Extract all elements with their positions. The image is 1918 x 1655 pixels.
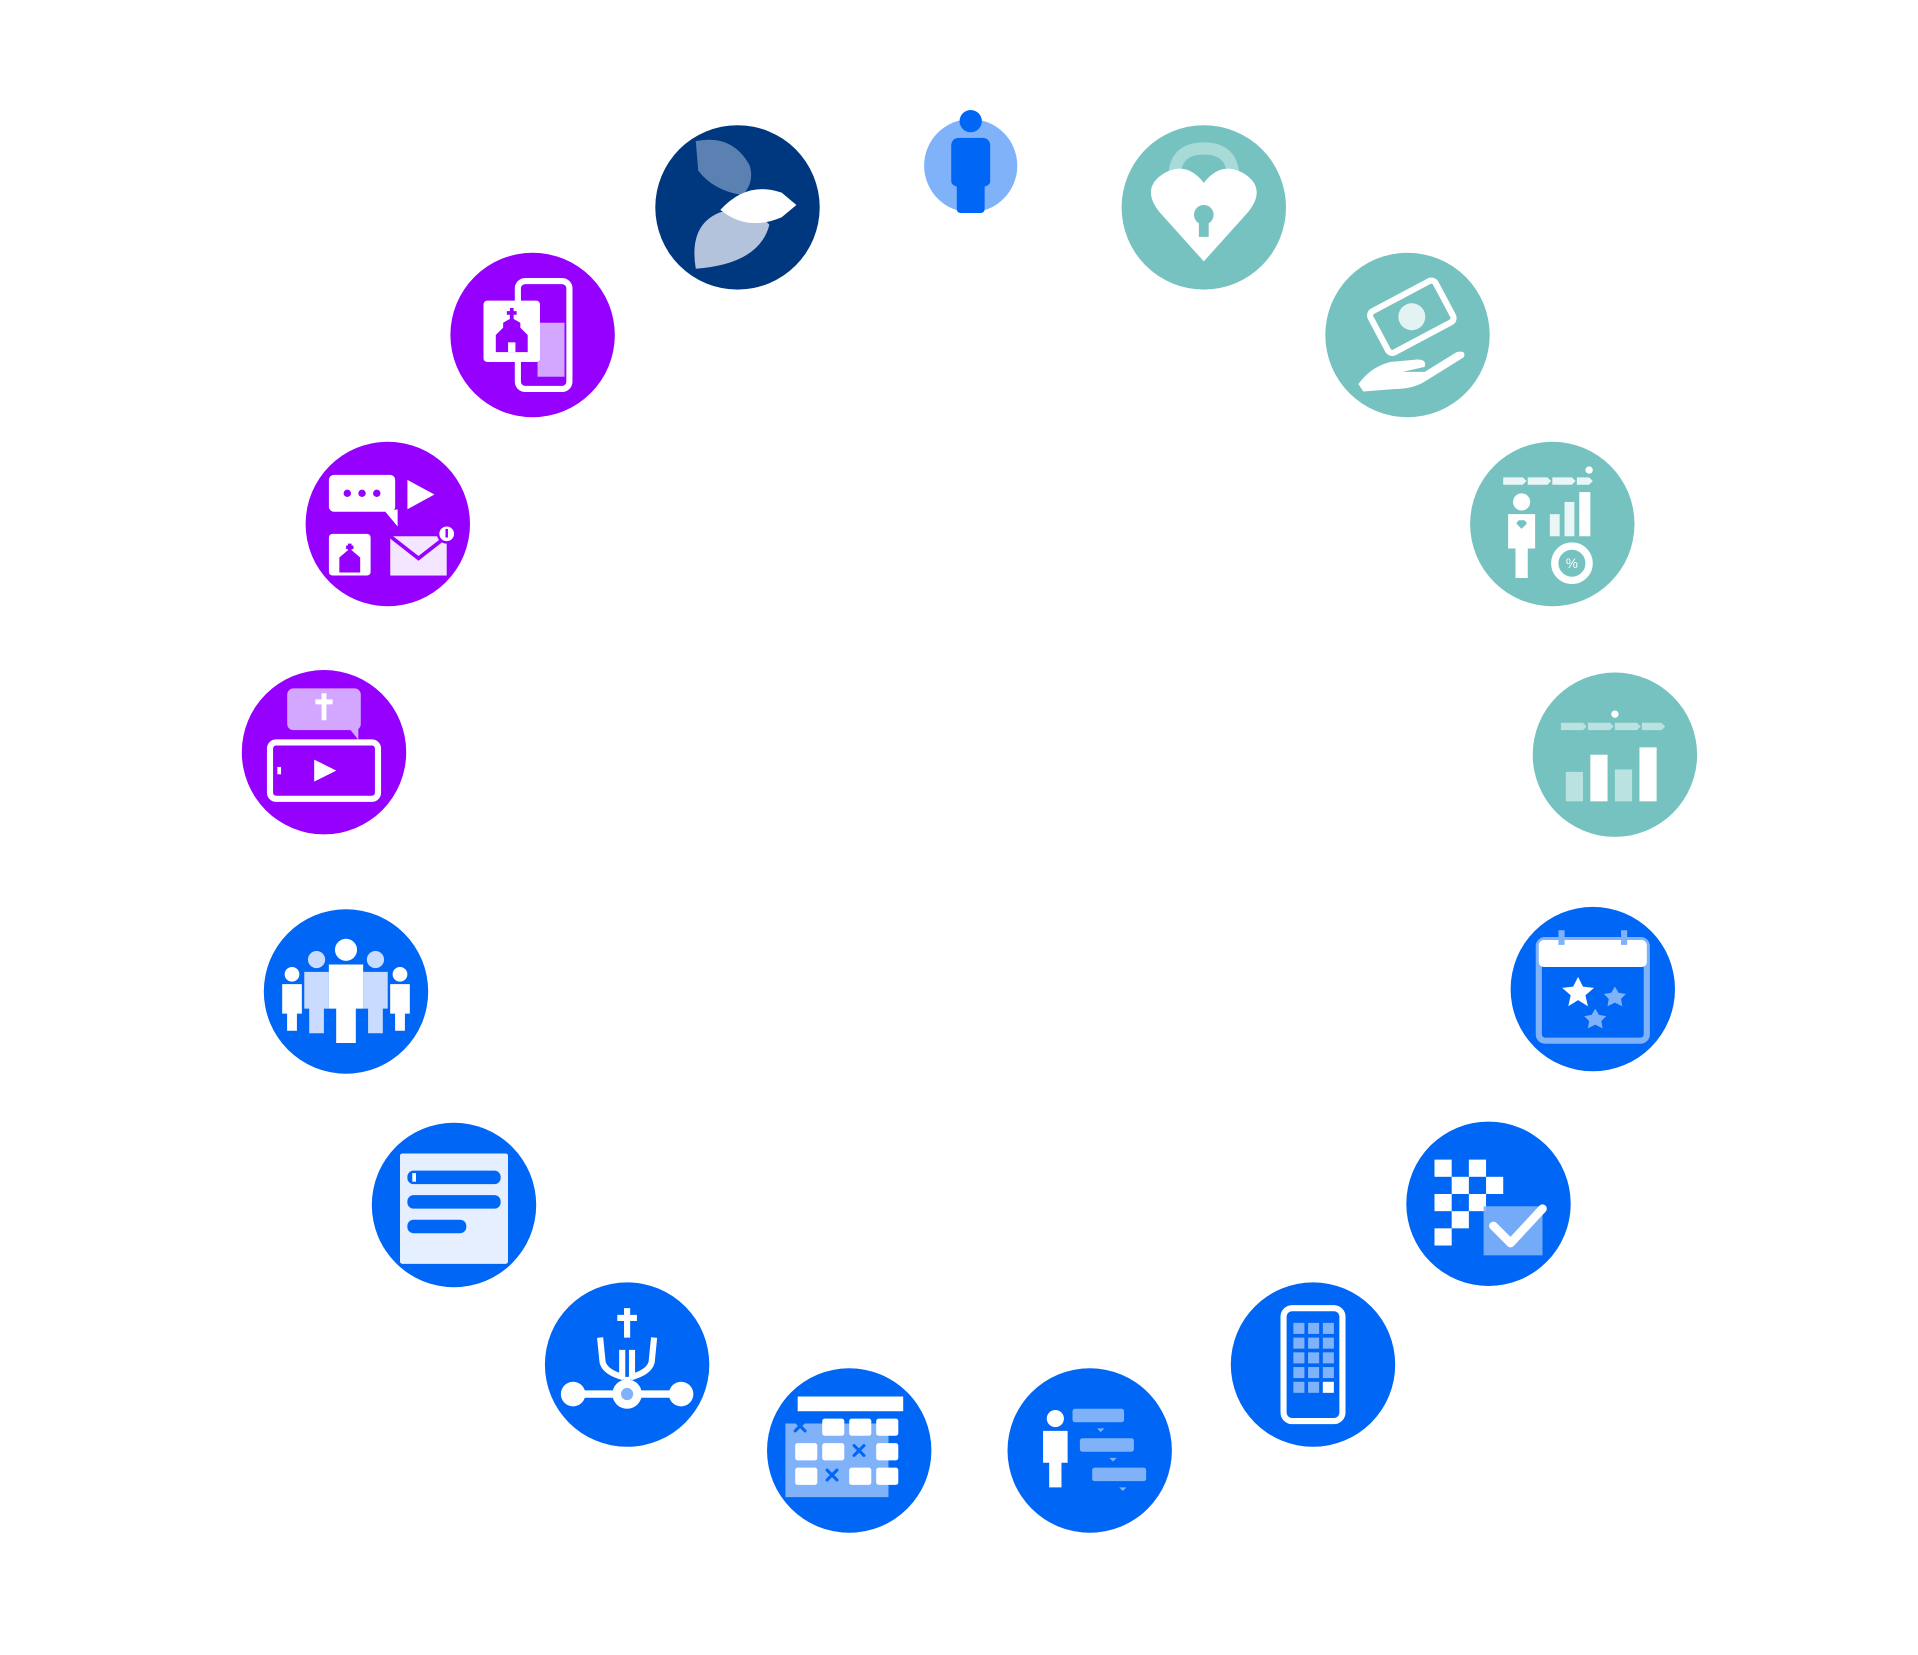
node-person-workflow [1007, 1368, 1172, 1533]
prayer-hands-icon [560, 1308, 694, 1409]
node-event-calendar [1510, 906, 1675, 1072]
node-circle [1230, 1282, 1396, 1447]
qr-checkin-icon [1434, 1159, 1547, 1256]
mobile-app-icon [1280, 1305, 1346, 1425]
person-analytics-icon: % [1503, 466, 1593, 585]
form-document-icon [400, 1153, 508, 1264]
node-form-document [371, 1122, 537, 1288]
node-church-app [450, 252, 615, 418]
node-circle [1510, 906, 1675, 1072]
node-video-message [241, 670, 407, 835]
node-circle [1406, 1121, 1571, 1286]
bar-chart-icon [1560, 710, 1666, 802]
node-circle [1325, 252, 1490, 418]
communications-icon [328, 474, 457, 576]
person-workflow-icon [1043, 1408, 1147, 1491]
schedule-grid-icon [785, 1396, 904, 1498]
node-person [924, 110, 1018, 214]
node-prayer-hands [544, 1282, 710, 1447]
node-circle [1532, 672, 1698, 837]
node-circle [305, 441, 470, 607]
node-leaf-logo [655, 125, 820, 290]
node-qr-checkin [1406, 1121, 1571, 1286]
node-group-people [263, 909, 429, 1074]
video-message-icon [266, 688, 382, 802]
node-hand-giving-money [1325, 252, 1490, 418]
heart-lock-icon [1150, 142, 1257, 262]
node-communications [305, 441, 470, 607]
church-app-icon [483, 277, 573, 393]
svg-text:%: % [1566, 556, 1578, 571]
leaf-logo-icon [694, 139, 797, 269]
event-calendar-icon [1535, 930, 1650, 1044]
person-icon [951, 110, 991, 214]
node-bar-chart [1532, 672, 1698, 837]
node-circle [544, 1282, 710, 1447]
node-circle [241, 670, 407, 835]
hand-giving-money-icon [1358, 277, 1465, 392]
node-heart-lock [1121, 125, 1286, 290]
node-schedule-grid [767, 1368, 932, 1533]
node-person-analytics: % [1470, 441, 1635, 607]
node-mobile-app [1230, 1282, 1396, 1447]
